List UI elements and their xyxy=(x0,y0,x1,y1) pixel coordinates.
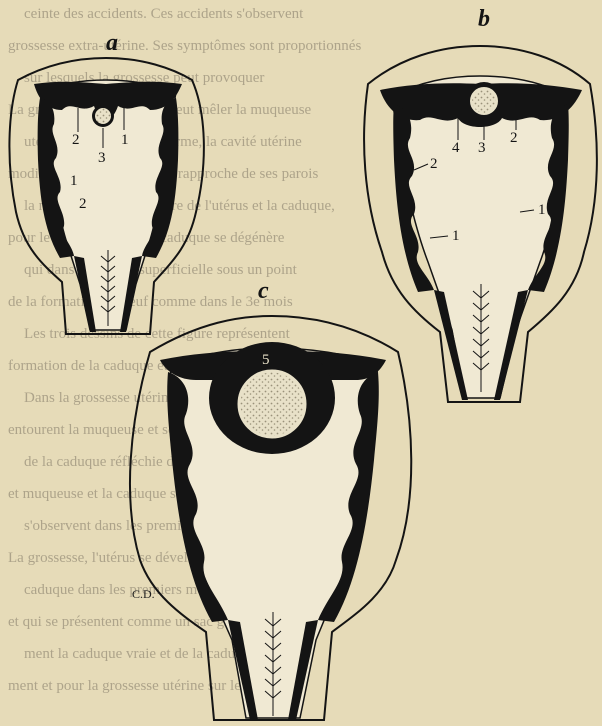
figure-a-number-5: 2 xyxy=(79,196,87,212)
figure-a-number-1: 2 xyxy=(72,132,80,148)
figure-c-egg xyxy=(239,371,305,437)
artist-signature: C.D. xyxy=(132,587,155,601)
figure-b-number-4: 2 xyxy=(430,156,438,172)
figure-b-number-2: 3 xyxy=(478,140,486,156)
figure-b-number-5: 1 xyxy=(538,202,546,218)
figure-a-egg xyxy=(95,108,111,124)
figure-b-number-1: 4 xyxy=(452,140,460,156)
figure-b: b 4 3 2 2 1 1 xyxy=(364,6,597,402)
figure-a-label: a xyxy=(106,30,118,56)
figure-a-number-3: 1 xyxy=(121,132,129,148)
figure-b-number-6: 1 xyxy=(452,228,460,244)
figure-a-number-2: 3 xyxy=(98,150,106,166)
figure-b-egg xyxy=(471,88,497,114)
figure-a: a 2 3 1 1 2 xyxy=(9,30,203,334)
figure-c-label: c xyxy=(258,278,269,304)
figure-c: c 5 C.D. xyxy=(130,278,411,720)
figure-b-number-3: 2 xyxy=(510,130,518,146)
figure-a-number-4: 1 xyxy=(70,173,78,189)
figure-b-label: b xyxy=(478,6,490,32)
figure-c-number-1: 5 xyxy=(262,352,270,368)
